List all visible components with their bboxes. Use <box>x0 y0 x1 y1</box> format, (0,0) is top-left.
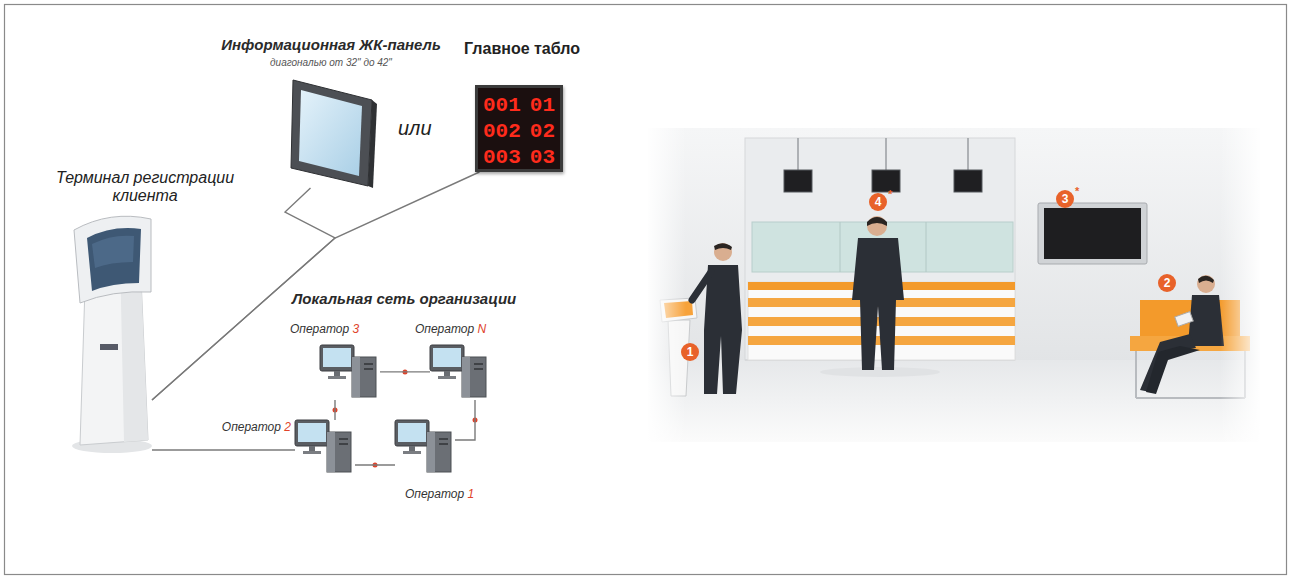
lcd-panel <box>291 80 377 188</box>
operator-computers <box>320 345 376 397</box>
terminal-kiosk <box>92 236 134 268</box>
office-scene <box>840 222 841 272</box>
callout-mark: * <box>1075 186 1079 197</box>
callout-number: 4 <box>869 193 887 211</box>
office-scene <box>646 126 1262 444</box>
terminal-node: Терминал регистрации клиента <box>70 215 152 458</box>
office-scene <box>797 138 799 170</box>
terminal-kiosk <box>87 228 141 291</box>
office-scene <box>926 222 927 272</box>
board-grid: 001 01 002 02 003 03 <box>478 88 560 169</box>
office-scene <box>646 126 686 444</box>
callout-mark: * <box>888 189 892 200</box>
board-digits: 001 <box>483 94 521 118</box>
connector-line <box>152 172 479 400</box>
callout-number: 1 <box>681 343 699 361</box>
operator-node: Оператор 3 <box>320 345 380 400</box>
operator-label: Оператор N <box>415 322 486 336</box>
callout-number: 2 <box>1158 274 1176 292</box>
connector-line <box>455 400 475 440</box>
office-scene <box>1220 126 1262 444</box>
office-scene <box>784 170 812 192</box>
office-scene <box>1197 275 1215 293</box>
operator-number: N <box>478 322 487 336</box>
office-scene <box>820 367 940 377</box>
lcd-panel <box>299 90 362 176</box>
lcd-panel <box>291 80 372 186</box>
operator-label: Оператор 2 <box>222 420 291 434</box>
office-scene <box>714 243 732 250</box>
operator-computers <box>430 345 486 397</box>
operator-number: 2 <box>284 420 291 434</box>
operator-number: 3 <box>353 322 360 336</box>
office-scene <box>648 360 1260 442</box>
office-scene <box>1135 351 1137 398</box>
office-scene <box>885 138 887 170</box>
connector-line <box>334 400 335 420</box>
page-frame <box>5 5 1287 575</box>
operator-number: 1 <box>468 487 475 501</box>
office-scene <box>1044 208 1141 259</box>
board-digits: 02 <box>530 120 555 144</box>
board-digits: 002 <box>483 120 521 144</box>
connector-line <box>380 371 430 372</box>
connector-line <box>152 449 295 450</box>
office-scene <box>872 170 900 192</box>
network-label: Локальная сеть организации <box>292 290 516 307</box>
office-scene <box>852 238 904 370</box>
board-digits: 03 <box>530 146 555 170</box>
board-digits: 01 <box>530 94 555 118</box>
office-scene <box>704 265 742 394</box>
callout-number: 3 <box>1056 190 1074 208</box>
office-scene <box>967 138 969 170</box>
node-subtitle: диагональю от 32" до 42" <box>213 57 449 68</box>
office-scene <box>1198 276 1214 283</box>
office-scene <box>954 170 982 192</box>
office-scene <box>1140 334 1196 392</box>
operator-label: Оператор 3 <box>290 322 359 336</box>
office-scene <box>867 216 887 236</box>
operator-computers <box>295 420 351 472</box>
operator-node: Оператор 1 <box>395 420 455 475</box>
office-scene <box>714 243 732 261</box>
office-scene <box>867 217 887 226</box>
board-digits: 003 <box>483 146 521 170</box>
main-board-node: 001010020200303Главное табло <box>475 85 563 172</box>
operator-computers <box>295 345 486 472</box>
terminal-kiosk <box>72 216 152 453</box>
node-title: Терминал регистрации клиента <box>50 169 240 205</box>
operator-label: Оператор 1 <box>405 487 474 501</box>
operator-node: Оператор N <box>430 345 490 400</box>
operator-node: Оператор 2 <box>295 420 355 475</box>
operator-computers <box>395 420 451 472</box>
node-title: Информационная ЖК-панель <box>213 36 449 53</box>
office-scene <box>1175 312 1193 327</box>
lcd-panel-node: Информационная ЖК-панельдиагональю от 32… <box>290 78 372 188</box>
node-title: Главное табло <box>462 40 582 58</box>
office-scene <box>1146 346 1200 394</box>
terminal-kiosk <box>100 344 118 350</box>
terminal-kiosk <box>74 216 151 303</box>
or-label: или <box>398 117 432 140</box>
lcd-panel <box>368 100 377 188</box>
office-scene <box>1038 203 1147 264</box>
network-dots <box>333 370 478 468</box>
connector-line <box>355 464 395 465</box>
office-scene <box>692 272 711 300</box>
